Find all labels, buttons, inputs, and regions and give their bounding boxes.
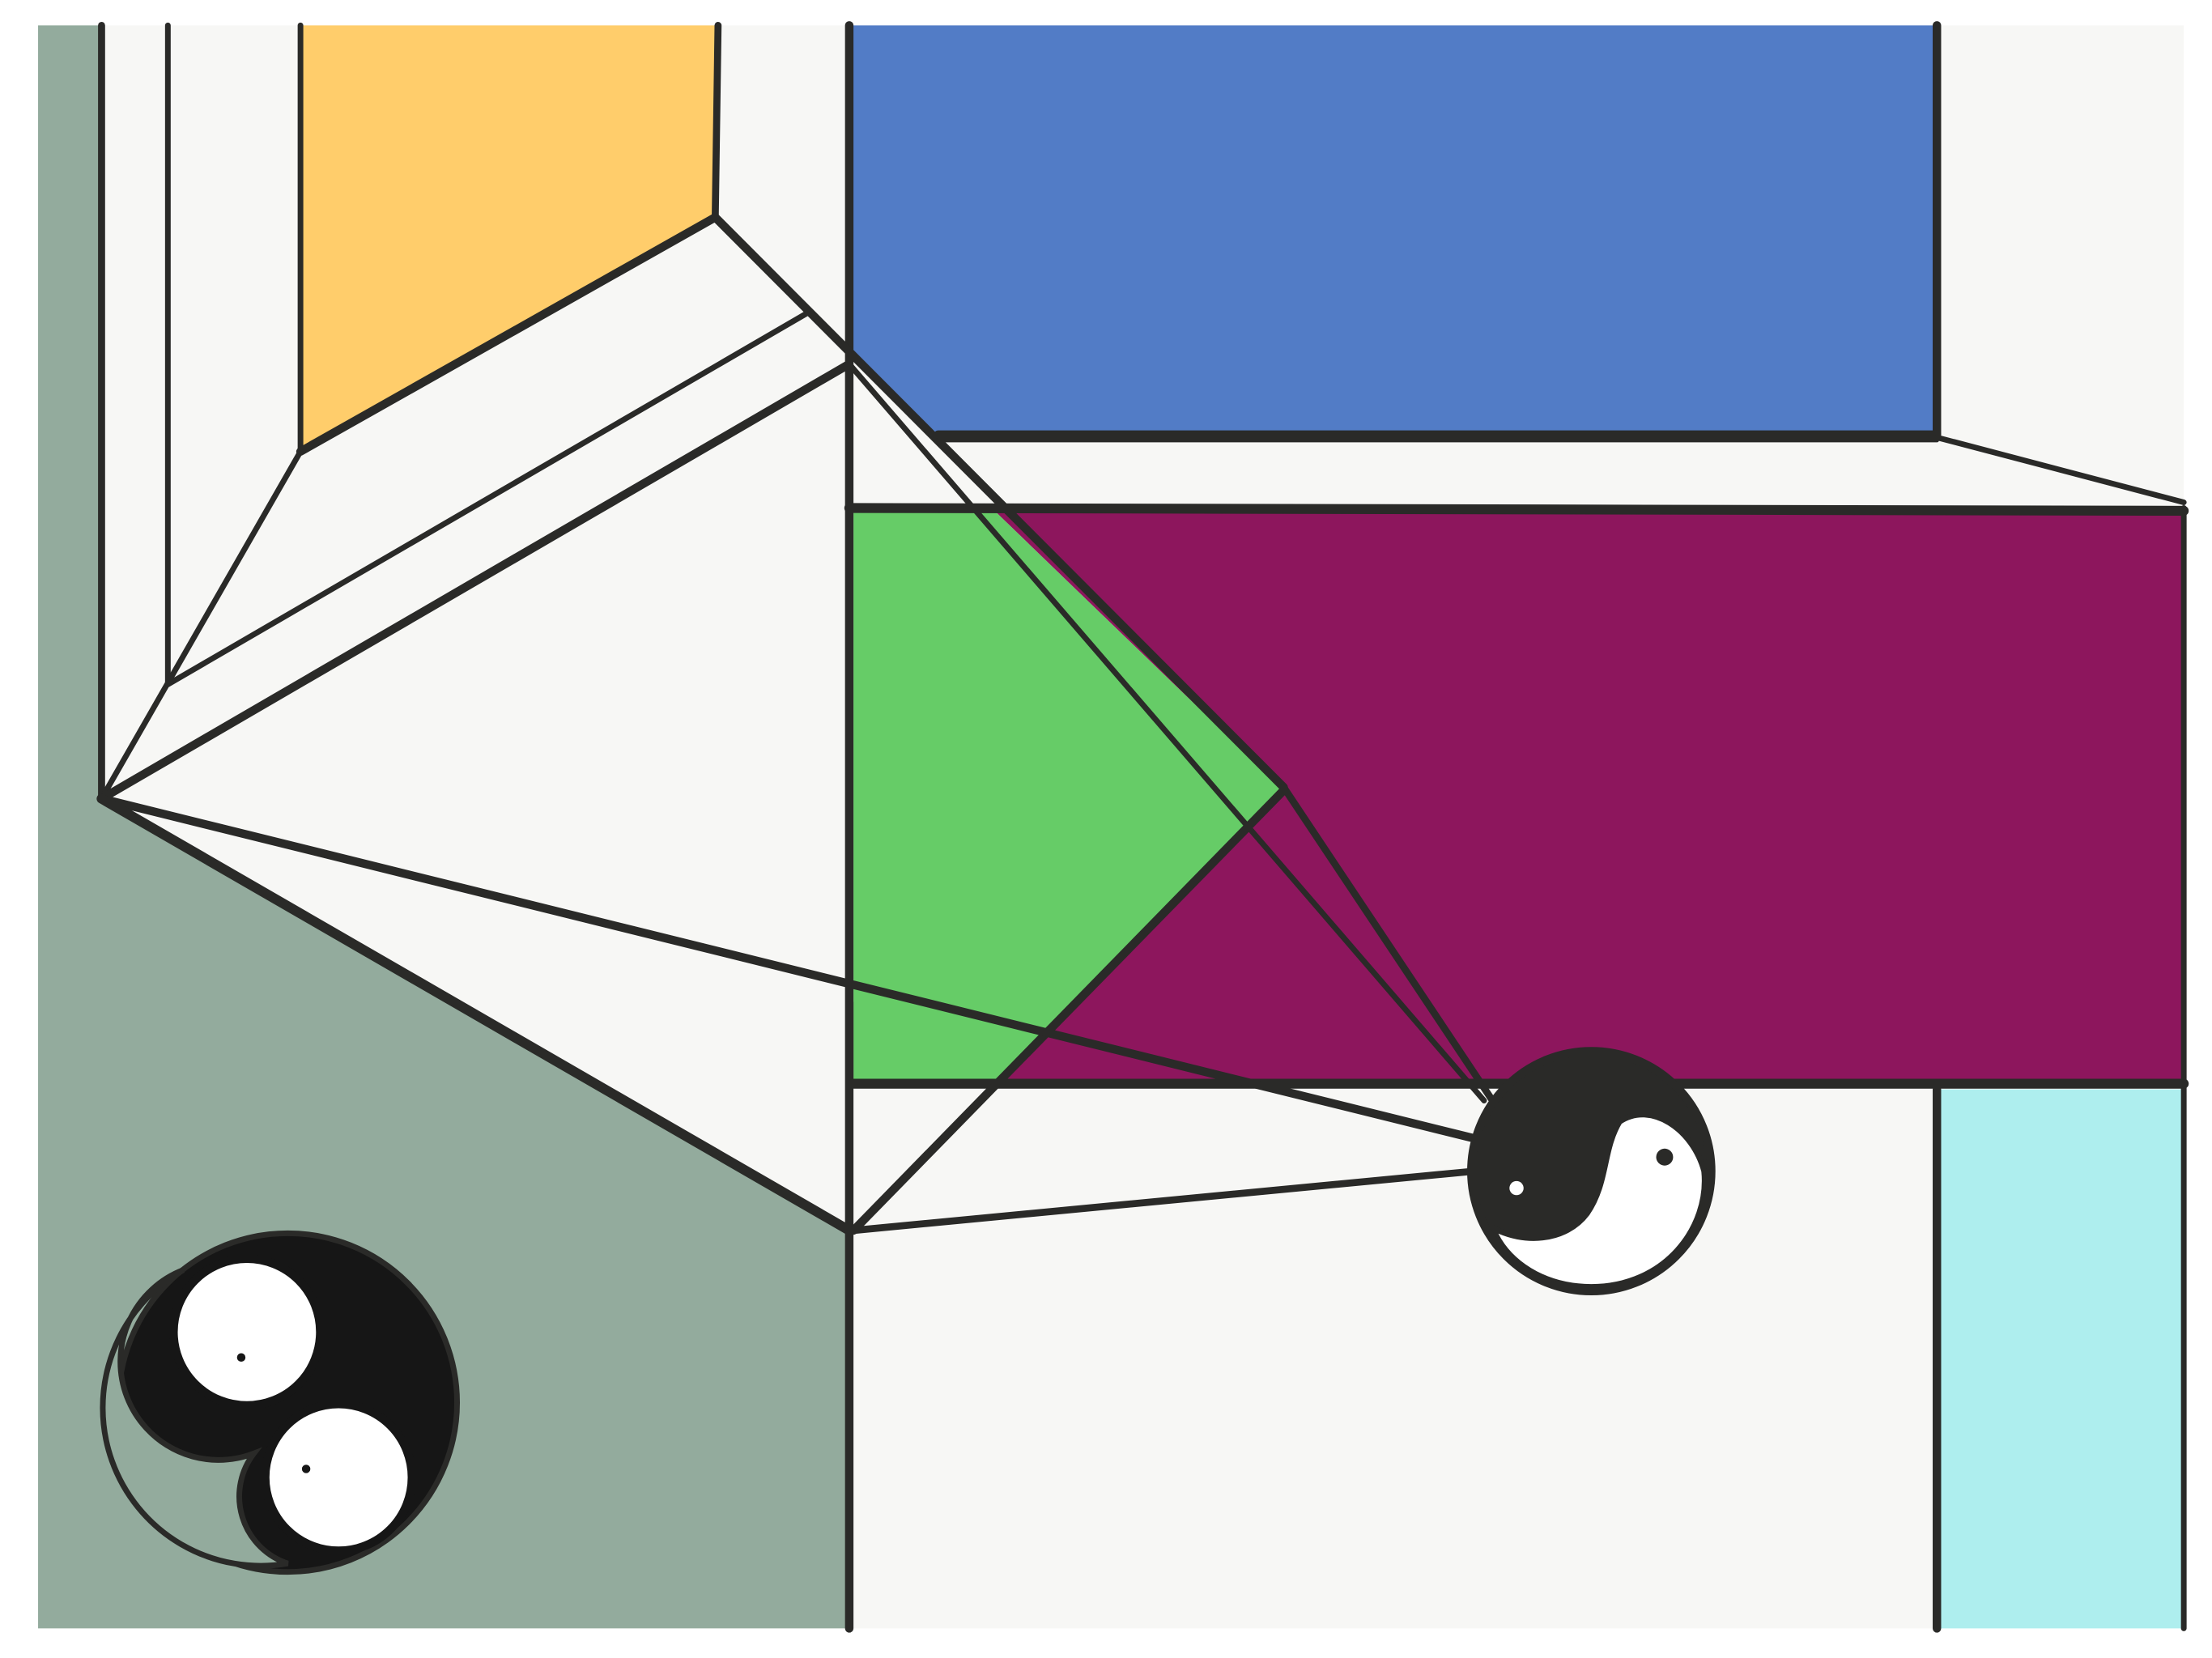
- long-diagonal-top: [711, 213, 1288, 792]
- large-symbol-eye-bottom: [261, 1400, 416, 1555]
- cross-line: [97, 794, 1486, 1145]
- large-symbol-pupil-bottom: [301, 1465, 311, 1473]
- fan-line-c: [97, 359, 854, 803]
- fan-line-a: [98, 449, 304, 802]
- yellow-panel: [300, 25, 718, 452]
- small-symbol-outline: [1467, 1047, 1716, 1296]
- cyan-panel: [1937, 1089, 2184, 1629]
- green-panel: [853, 510, 1284, 1084]
- right-slope-line: [1933, 434, 2187, 505]
- yellow-bottom-edge: [296, 213, 720, 456]
- bottom-connector-line: [849, 1167, 1478, 1235]
- magenta-panel: [853, 510, 2184, 1084]
- green-right-diagonal: [849, 785, 1288, 1235]
- blue-panel: [849, 25, 1938, 435]
- fan-line-b: [164, 310, 810, 687]
- yin-yang-with-eyes-icon: [100, 1230, 461, 1575]
- thin-diagonal: [846, 361, 1487, 1104]
- sage-region: [38, 25, 849, 1629]
- line-work: [96, 21, 2189, 1633]
- small-symbol-eye-right: [1656, 1148, 1674, 1166]
- large-symbol-pupil-top: [236, 1353, 246, 1362]
- yin-yang-face-icon: [1467, 1047, 1716, 1296]
- sage-diagonal-edge: [96, 793, 854, 1235]
- magenta-top-edge: [844, 503, 2189, 517]
- large-symbol-light-half: [100, 1267, 289, 1569]
- magenta-inner-slope: [1280, 784, 1496, 1104]
- small-symbol-eye-left: [1509, 1180, 1524, 1196]
- yellow-right-edge: [712, 22, 722, 221]
- large-symbol-eye-top: [169, 1254, 325, 1410]
